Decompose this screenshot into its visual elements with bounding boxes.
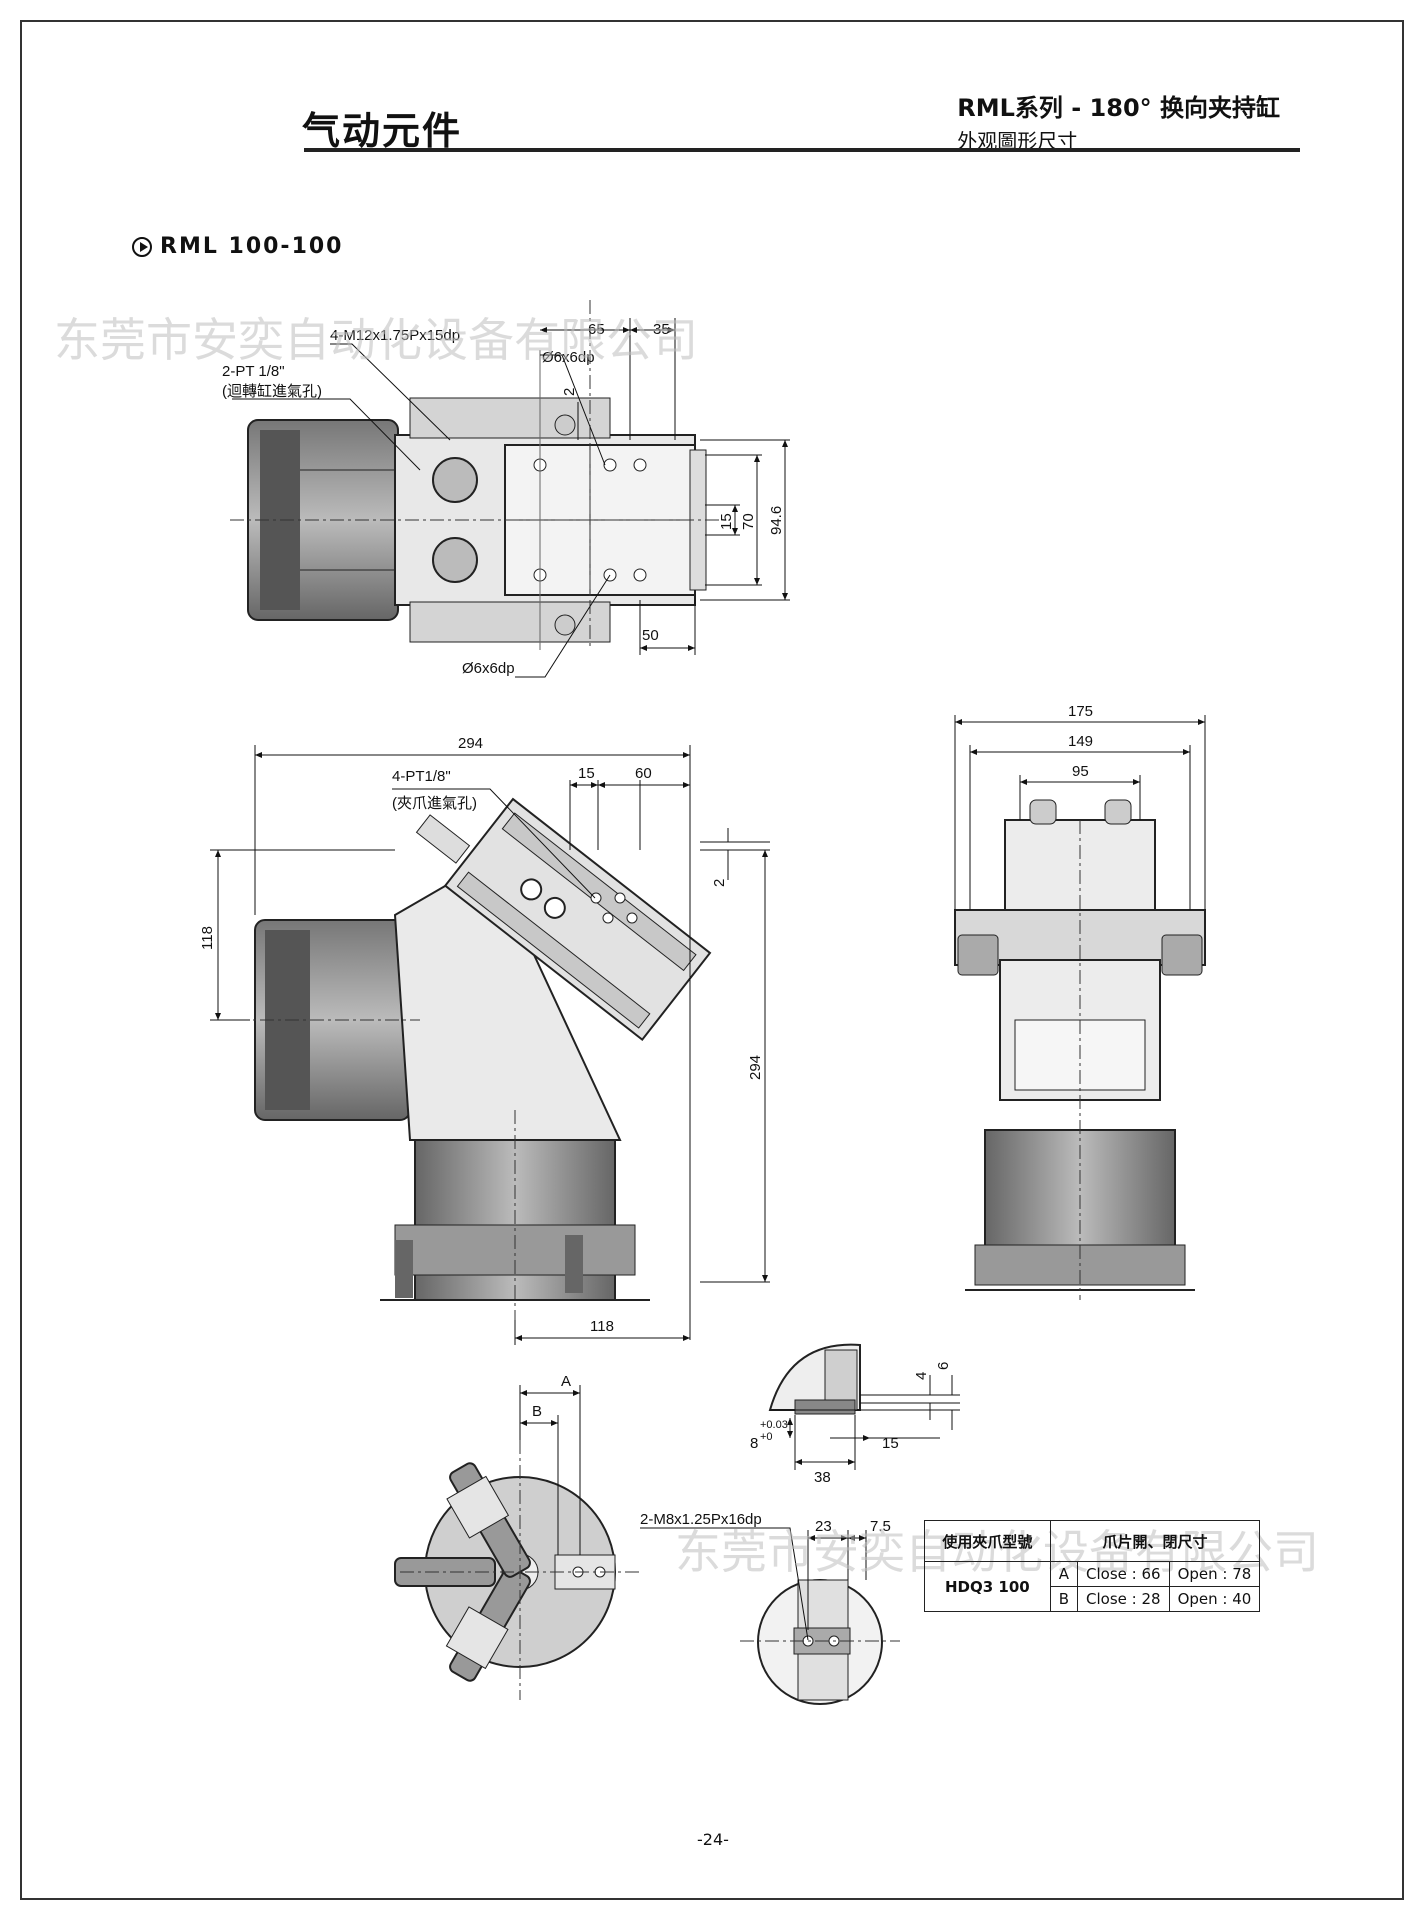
- dim-4: 4: [913, 1372, 930, 1380]
- table-open: Open : 78: [1168, 1561, 1261, 1587]
- callout-port-note: (迴轉缸進氣孔): [222, 382, 322, 400]
- dim-2: 2: [561, 388, 578, 396]
- top-view: [230, 300, 790, 678]
- callout-pin-top: Ø6x6dp: [542, 349, 595, 366]
- table-header-model: 使用夾爪型號: [924, 1520, 1051, 1562]
- dim-65: 65: [588, 321, 605, 338]
- dim-side-118-h: 118: [590, 1318, 614, 1335]
- dim-A: A: [561, 1373, 571, 1390]
- table-row: B Close : 28 Open : 40: [925, 1586, 1261, 1612]
- dim-6: 6: [935, 1362, 952, 1370]
- dim-tol-zero: +0: [760, 1431, 773, 1443]
- header-rule: [304, 148, 1300, 152]
- callout-side-port: 4-PT1/8": [392, 768, 451, 785]
- jaw-size-table: 使用夾爪型號 爪片開、閉尺寸 HDQ3 100 A Close : 66 Ope…: [924, 1520, 1261, 1612]
- dim-tol-plus: +0.03: [760, 1419, 788, 1431]
- page-number: -24-: [697, 1830, 729, 1849]
- dim-15: 15: [718, 513, 735, 530]
- table-key: B: [1049, 1586, 1079, 1612]
- model-heading: RML 100-100: [132, 234, 344, 259]
- dim-35: 35: [653, 321, 670, 338]
- dim-294-vertical: 294: [747, 1055, 764, 1080]
- watermark-top: 东莞市安奕自动化设备有限公司: [54, 313, 698, 367]
- callout-thread: 4-M12x1.75Px15dp: [330, 327, 460, 344]
- model-label: RML 100-100: [160, 234, 344, 259]
- dim-detail-15: 15: [882, 1435, 899, 1452]
- front-view: [954, 715, 1206, 1300]
- jaw-view: [394, 1385, 640, 1700]
- callout-port: 2-PT 1/8": [222, 363, 285, 380]
- callout-pin-bottom: Ø6x6dp: [462, 660, 515, 677]
- dim-175: 175: [1068, 703, 1093, 720]
- detail-jaw-face: [640, 1527, 900, 1705]
- dim-B: B: [532, 1403, 542, 1420]
- callout-m8: 2-M8x1.25Px16dp: [640, 1511, 762, 1528]
- dim-38: 38: [814, 1469, 831, 1486]
- category-title: 气动元件: [302, 109, 463, 153]
- dim-7-5: 7.5: [870, 1518, 891, 1535]
- page-frame: [20, 20, 1404, 1900]
- dim-side-60: 60: [635, 765, 652, 782]
- dim-149: 149: [1068, 733, 1093, 750]
- dim-side-2: 2: [711, 879, 728, 887]
- play-bullet-icon: [132, 236, 152, 257]
- table-close: Close : 28: [1077, 1586, 1170, 1612]
- dim-50: 50: [642, 627, 659, 644]
- side-view: [210, 745, 770, 1345]
- dim-294-top: 294: [458, 735, 483, 752]
- table-model-cell: HDQ3 100: [924, 1561, 1051, 1612]
- table-key: A: [1049, 1561, 1079, 1587]
- table-row: HDQ3 100 A Close : 66 Open : 78: [924, 1561, 1261, 1612]
- dim-23: 23: [815, 1518, 832, 1535]
- callout-side-port-note: (夾爪進氣孔): [392, 795, 477, 812]
- dim-side-15: 15: [578, 765, 595, 782]
- table-close: Close : 66: [1077, 1561, 1170, 1587]
- series-title: RML系列 - 180° 换向夹持缸: [957, 94, 1280, 122]
- dim-94-6: 94.6: [768, 506, 785, 535]
- dim-95: 95: [1072, 763, 1089, 780]
- dim-8: 8: [750, 1435, 758, 1452]
- table-open: Open : 40: [1168, 1586, 1261, 1612]
- dim-70: 70: [740, 513, 757, 530]
- dim-side-118-v: 118: [199, 926, 216, 950]
- detail-jaw-profile: [768, 1343, 960, 1470]
- table-header-size: 爪片開、閉尺寸: [1049, 1520, 1261, 1562]
